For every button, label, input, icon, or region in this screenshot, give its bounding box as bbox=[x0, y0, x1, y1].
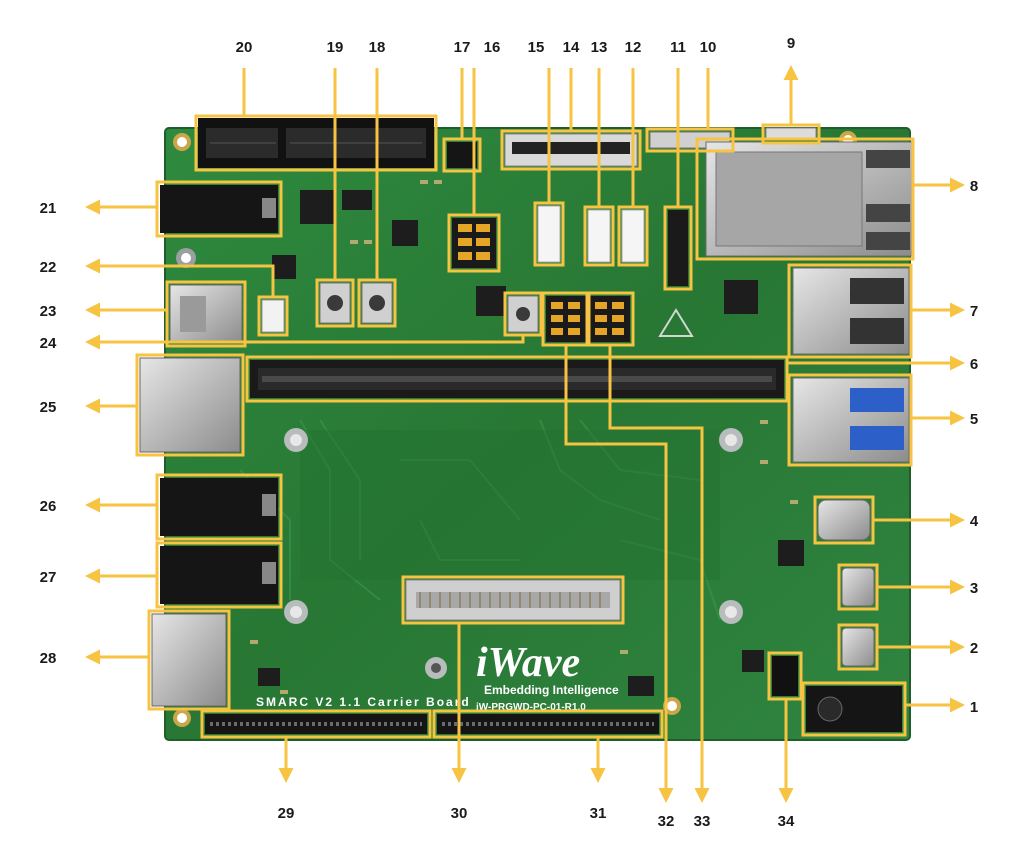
callout-label-3: 3 bbox=[970, 580, 978, 597]
ethernet-jack bbox=[705, 141, 913, 257]
bottom-headers bbox=[205, 714, 659, 734]
callout-label-7: 7 bbox=[970, 303, 978, 320]
callout-label-31: 31 bbox=[590, 805, 607, 822]
callout-label-23: 23 bbox=[40, 303, 57, 320]
small-header bbox=[261, 299, 285, 333]
callout-label-17: 17 bbox=[454, 39, 471, 56]
sd-card-slot bbox=[139, 357, 241, 453]
callout-label-21: 21 bbox=[40, 200, 57, 217]
smarc-edge-connector bbox=[250, 360, 784, 398]
callout-label-22: 22 bbox=[40, 259, 57, 276]
callout-label-19: 19 bbox=[327, 39, 344, 56]
callout-label-1: 1 bbox=[970, 699, 978, 716]
carrier-board: iWave Embedding Intelligence iW-PRGWD-PC… bbox=[139, 118, 913, 741]
usb-type-c bbox=[817, 499, 871, 541]
callout-label-33: 33 bbox=[694, 813, 711, 830]
audio-jacks bbox=[160, 185, 278, 604]
callout-label-5: 5 bbox=[970, 411, 978, 428]
expansion-connector bbox=[405, 579, 621, 621]
micro-usb-otg bbox=[841, 567, 875, 607]
callout-label-27: 27 bbox=[40, 569, 57, 586]
callout-labels: 1234567891011121314151617181920212223242… bbox=[40, 35, 979, 830]
ic-chips bbox=[258, 190, 804, 696]
callout-label-26: 26 bbox=[40, 498, 57, 515]
power-switch bbox=[772, 656, 798, 696]
callout-label-14: 14 bbox=[563, 39, 580, 56]
callout-label-25: 25 bbox=[40, 399, 57, 416]
callout-label-13: 13 bbox=[591, 39, 608, 56]
callout-leaders bbox=[85, 65, 965, 803]
display-port bbox=[151, 613, 227, 707]
callout-label-4: 4 bbox=[970, 513, 979, 530]
fpc-connector bbox=[504, 133, 638, 167]
callout-label-32: 32 bbox=[658, 813, 675, 830]
callout-label-15: 15 bbox=[528, 39, 545, 56]
pcie-slot bbox=[198, 118, 434, 168]
callout-label-29: 29 bbox=[278, 805, 295, 822]
black-header bbox=[668, 210, 688, 286]
callout-label-12: 12 bbox=[625, 39, 642, 56]
callout-label-28: 28 bbox=[40, 650, 57, 667]
callout-label-2: 2 bbox=[970, 640, 978, 657]
brand-logo: iWave bbox=[476, 640, 580, 686]
sim-slot bbox=[169, 284, 243, 344]
callout-label-20: 20 bbox=[236, 39, 253, 56]
dip-switches bbox=[452, 218, 630, 342]
callout-label-18: 18 bbox=[369, 39, 386, 56]
usb2-stack bbox=[792, 267, 910, 355]
callout-label-30: 30 bbox=[451, 805, 468, 822]
carrier-title: SMARC V2 1.1 Carrier Board bbox=[256, 695, 471, 709]
usb3-stack bbox=[792, 377, 910, 463]
callout-label-9: 9 bbox=[787, 35, 795, 52]
callout-label-34: 34 bbox=[778, 813, 795, 830]
triangle-mark bbox=[658, 308, 694, 337]
push-buttons bbox=[319, 282, 539, 333]
brand-tagline: Embedding Intelligence bbox=[484, 683, 619, 697]
dc-jack bbox=[806, 686, 902, 732]
small-connector bbox=[447, 142, 477, 168]
callout-label-24: 24 bbox=[40, 335, 57, 352]
part-number: iW-PRGWD-PC-01-R1.0 bbox=[476, 702, 586, 713]
passive-components bbox=[250, 180, 798, 694]
callout-label-8: 8 bbox=[970, 178, 978, 195]
callout-label-10: 10 bbox=[700, 39, 717, 56]
micro-usb-debug bbox=[841, 627, 875, 667]
callout-label-16: 16 bbox=[484, 39, 501, 56]
callout-label-6: 6 bbox=[970, 356, 978, 373]
callout-label-11: 11 bbox=[670, 39, 686, 56]
pin-headers bbox=[537, 205, 645, 263]
